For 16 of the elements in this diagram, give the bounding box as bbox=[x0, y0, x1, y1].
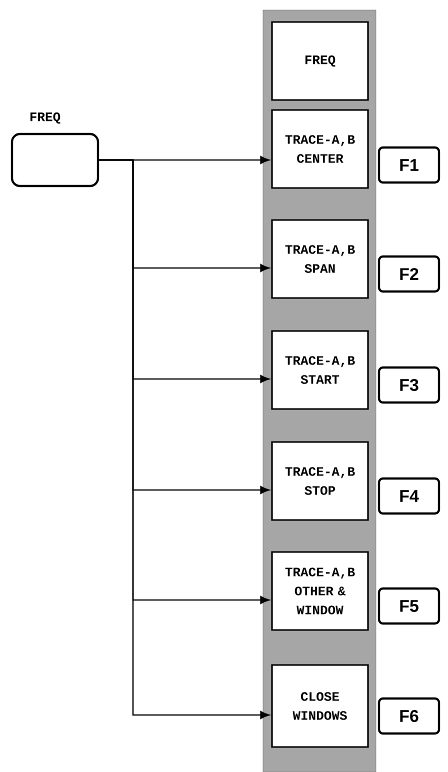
softkey-label-box: TRACE-A,B SPAN bbox=[271, 219, 369, 299]
function-key: F4 bbox=[378, 477, 440, 515]
key-label: FREQ bbox=[30, 112, 60, 124]
softkey-label-box: TRACE-A,B OTHER & WINDOW bbox=[271, 551, 369, 631]
key-button bbox=[10, 132, 100, 188]
function-key: F6 bbox=[378, 697, 440, 735]
function-key: F5 bbox=[378, 587, 440, 625]
softkey-label-box: TRACE-A,B START bbox=[271, 330, 369, 410]
softkey-label-box: CLOSE WINDOWS bbox=[271, 664, 369, 748]
softkey-label-box: FREQ bbox=[271, 21, 369, 101]
arrow bbox=[99, 159, 270, 719]
softkey-label-box: TRACE-A,B CENTER bbox=[271, 109, 369, 189]
function-key: F1 bbox=[378, 146, 440, 184]
softkey-label-box: TRACE-A,B STOP bbox=[271, 441, 369, 521]
function-key: F2 bbox=[378, 255, 440, 293]
function-key: F3 bbox=[378, 366, 440, 404]
